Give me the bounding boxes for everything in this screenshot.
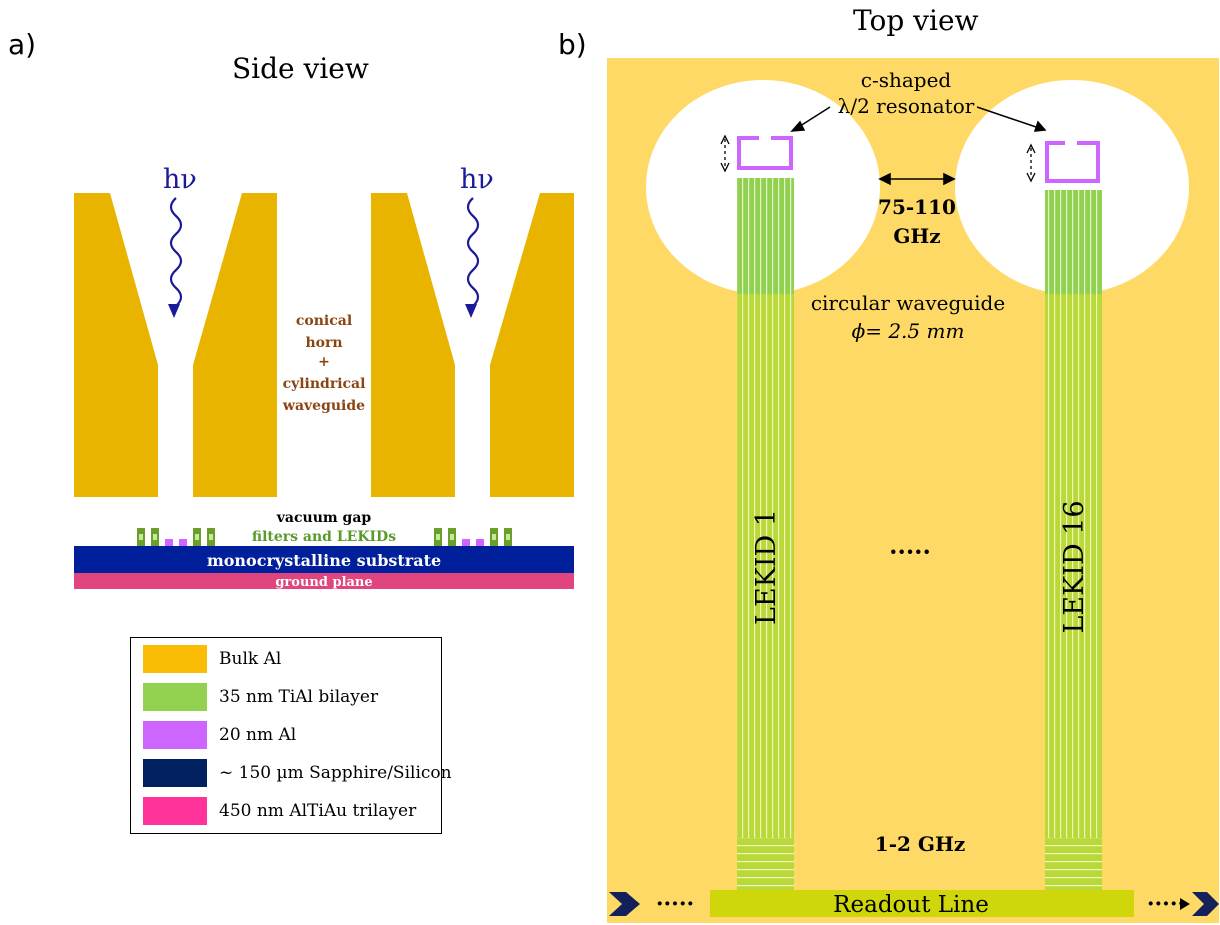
legend-swatch xyxy=(143,683,207,711)
waveguide-label-line-2: ϕ= 2.5 mm xyxy=(852,319,965,343)
lekid-strip-right xyxy=(1045,190,1102,838)
waveguide-circle-right xyxy=(955,80,1189,294)
legend-item-trilayer: 450 nm AlTiAu trilayer xyxy=(143,796,416,826)
readout-out-chevron xyxy=(1192,892,1219,916)
vacuum-gap-label: vacuum gap xyxy=(276,510,372,526)
resonator-label-line-2: λ/2 resonator xyxy=(838,94,975,118)
readout-ellipsis-right: ····· xyxy=(1147,891,1185,917)
ground-plane-label: ground plane xyxy=(275,575,372,590)
horn-label-line-1: conical xyxy=(296,313,352,329)
readout-ellipsis-right-arrowhead xyxy=(1180,898,1190,910)
panel-a-label: a) xyxy=(8,28,37,61)
legend-label: 20 nm Al xyxy=(219,725,297,745)
horn-block-right-a xyxy=(193,193,277,497)
ground-plane-layer xyxy=(74,573,574,589)
legend: Bulk Al 35 nm TiAl bilayer 20 nm Al ~ 15… xyxy=(130,637,452,834)
band-value: 75-110 xyxy=(878,195,956,219)
legend-label: 35 nm TiAl bilayer xyxy=(219,687,379,707)
photon-wave-left xyxy=(169,197,183,313)
resonator-pointer-arrows xyxy=(790,106,1047,132)
lekid-ellipsis: ····· xyxy=(889,537,931,566)
lekid-strip-right-in-waveguide xyxy=(1045,190,1102,294)
substrate-label: monocrystalline substrate xyxy=(207,551,441,570)
dimension-arrow-right xyxy=(1026,143,1036,183)
filter-bumps-left xyxy=(137,528,215,546)
horn-block-left-b xyxy=(371,193,455,497)
photon-label-left: hν xyxy=(163,164,197,195)
substrate-layer xyxy=(74,546,574,573)
horn-block-left-a xyxy=(74,193,158,497)
lekid-16-label: LEKID 16 xyxy=(1059,500,1090,633)
lekid-strip-left-in-waveguide xyxy=(737,178,794,294)
filters-lekids-label: filters and LEKIDs xyxy=(252,529,396,545)
lekid-capacitor-left xyxy=(737,838,794,890)
readout-ellipsis-left: ····· xyxy=(656,891,694,917)
legend-swatch xyxy=(143,759,207,787)
waveguide-label-line-1: circular waveguide xyxy=(811,291,1005,315)
horn-label-line-3: + xyxy=(318,354,330,370)
legend-label: 450 nm AlTiAu trilayer xyxy=(219,801,417,821)
readout-line xyxy=(710,890,1134,917)
legend-label: ~ 150 µm Sapphire/Silicon xyxy=(219,763,452,783)
band-double-arrow xyxy=(878,172,956,186)
legend-item-bulk-al: Bulk Al xyxy=(143,644,281,674)
lekid-capacitor-right xyxy=(1045,838,1102,890)
c-resonator-left xyxy=(737,136,793,170)
legend-swatch xyxy=(143,721,207,749)
readout-line-label: Readout Line xyxy=(833,892,989,918)
photon-arrowhead-left xyxy=(168,304,180,318)
top-view-title: Top view xyxy=(853,4,979,37)
legend-item-substrate: ~ 150 µm Sapphire/Silicon xyxy=(143,758,452,788)
dimension-arrow-left xyxy=(720,134,730,173)
readout-in-chevron xyxy=(609,892,640,916)
legend-label: Bulk Al xyxy=(219,649,282,669)
photon-wave-right xyxy=(466,197,480,313)
horn-label-line-4: cylindrical xyxy=(283,376,366,392)
side-view-diagram: hν hν conical horn + cylindrical wavegui… xyxy=(74,164,574,590)
lekid-1-label: LEKID 1 xyxy=(751,509,782,625)
horn-label-line-5: waveguide xyxy=(282,398,365,414)
horn-label-line-2: horn xyxy=(305,335,342,351)
side-view-title: Side view xyxy=(232,52,369,85)
filter-bumps-right xyxy=(434,528,512,546)
horn-block-right-b xyxy=(490,193,574,497)
c-resonator-right xyxy=(1045,141,1100,183)
band-unit: GHz xyxy=(893,224,940,248)
legend-item-tial: 35 nm TiAl bilayer xyxy=(143,682,378,712)
photon-label-right: hν xyxy=(460,164,494,195)
resonator-label-line-1: c-shaped xyxy=(861,68,952,92)
photon-arrowhead-right xyxy=(465,304,477,318)
legend-swatch xyxy=(143,645,207,673)
panel-b-label: b) xyxy=(558,28,587,61)
readout-frequency: 1-2 GHz xyxy=(875,832,965,856)
legend-item-al20: 20 nm Al xyxy=(143,720,296,750)
legend-swatch xyxy=(143,797,207,825)
